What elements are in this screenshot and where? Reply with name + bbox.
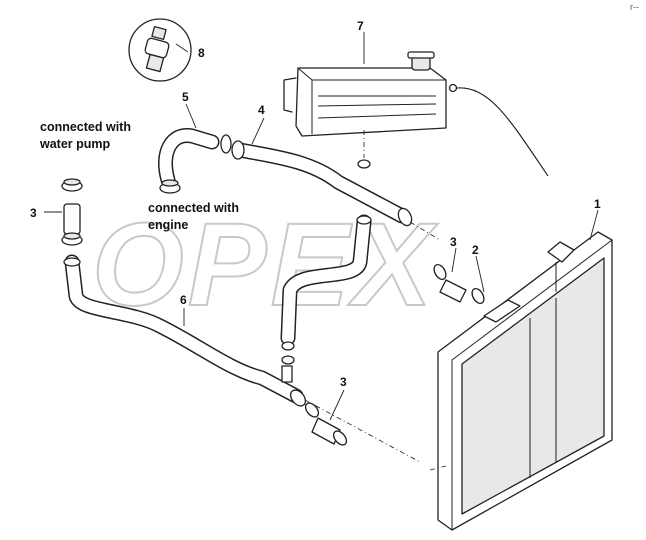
part-7-expansion-tank [283,51,549,177]
callout-3-bottom: 3 [340,375,347,389]
note-water-pump-line2: water pump [39,137,111,151]
part-3-right-sleeve [433,263,485,305]
callout-6: 6 [180,293,187,307]
part-3-left-sleeve [61,178,83,246]
part-3-bottom-sleeve [304,402,348,446]
part-5-hose [158,128,232,194]
note-engine-line1: connected with [148,201,239,215]
callout-2: 2 [472,243,479,257]
part-4-hose [231,140,441,241]
callout-1: 1 [594,197,601,211]
callout-5: 5 [182,90,189,104]
center-hose [280,214,372,365]
callout-8: 8 [198,46,205,60]
callout-3-right: 3 [450,235,457,249]
note-engine-line2: engine [148,218,188,232]
watermark-text: OPEX [92,199,438,331]
part-8-valve [128,18,192,82]
note-water-pump-line1: connected with [40,120,131,134]
callout-4: 4 [258,103,265,117]
callout-3-left: 3 [30,206,37,220]
callout-7: 7 [357,19,364,33]
part-6-hose [63,254,421,463]
corner-mark: r-- [630,2,639,12]
part-1-radiator [429,231,613,531]
